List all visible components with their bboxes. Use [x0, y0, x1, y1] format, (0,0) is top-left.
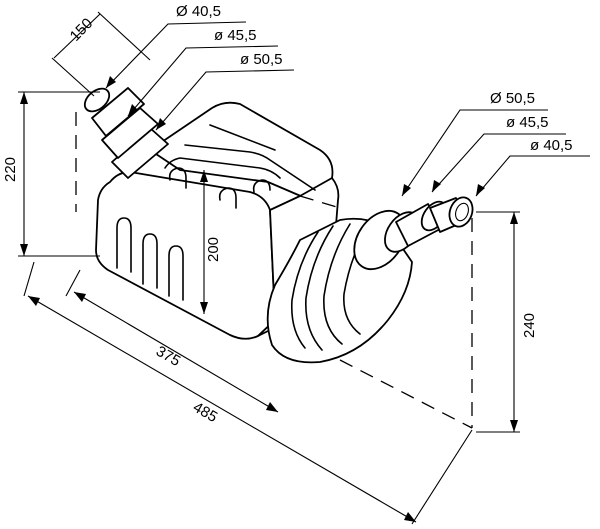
outlet-diameter-labels: Ø 50,5 ø 45,5 ø 40,5	[490, 90, 573, 154]
inlet-diameter-labels: Ø 40,5 ø 45,5 ø 50,5	[176, 3, 283, 68]
front-ribs	[116, 217, 184, 301]
inlet-d3-label: ø 50,5	[240, 51, 283, 68]
outlet-d3-label: ø 40,5	[530, 137, 573, 154]
inlet-d2-label: ø 45,5	[214, 27, 257, 44]
dim-200-label: 200	[205, 237, 222, 262]
dim-485-label: 485	[190, 399, 220, 426]
outlet-d1-label: Ø 50,5	[490, 90, 535, 107]
dim-220-label: 220	[2, 157, 19, 182]
dim-240-label: 240	[521, 313, 538, 338]
outlet-d2-label: ø 45,5	[506, 114, 549, 131]
inlet-nozzle	[83, 87, 169, 179]
dimension-lines	[18, 11, 520, 525]
dim-150-label: 150	[67, 15, 97, 45]
inlet-d1-label: Ø 40,5	[176, 3, 221, 20]
centre-lines	[75, 112, 473, 429]
outlet-cylinder	[266, 196, 474, 364]
diameter-leaders	[105, 21, 590, 197]
dim-375-label: 375	[153, 343, 183, 370]
